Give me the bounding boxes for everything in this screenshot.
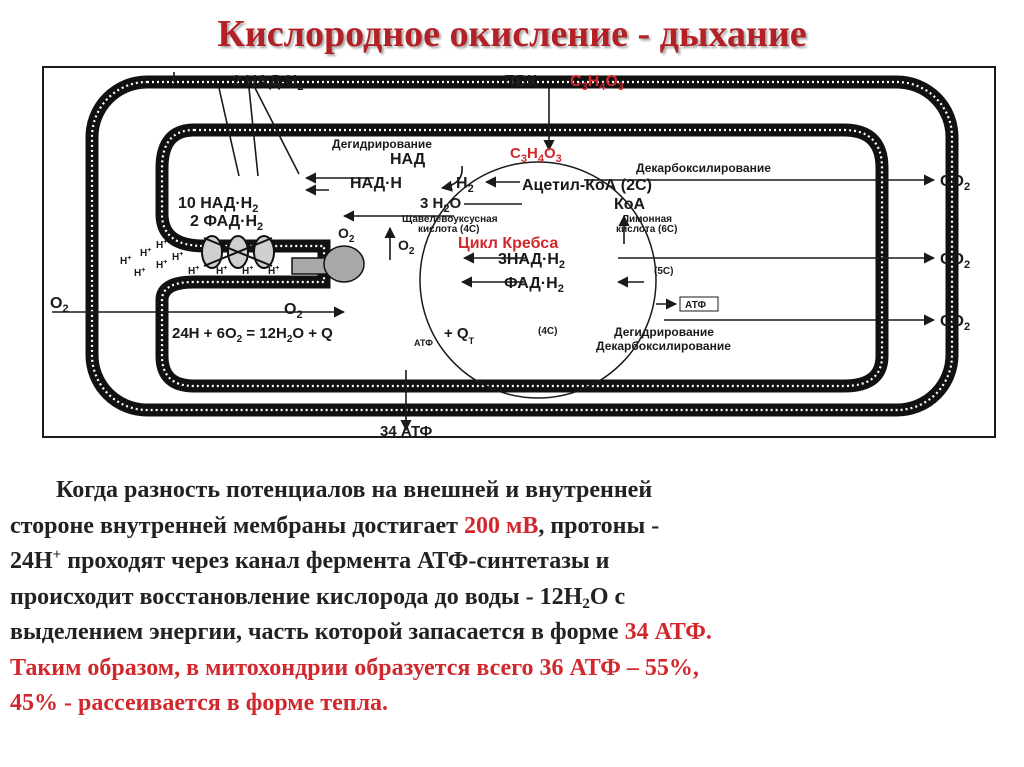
label-atp-34: 34 АТФ: [380, 423, 433, 436]
caption-line-6: Таким образом, в митохондрии образуется …: [10, 654, 699, 681]
label-c3h4o3-top: C3Н4O3: [570, 73, 624, 93]
slide-title: Кислородное окисление - дыхание: [217, 13, 807, 55]
label-two-fadh2: 2 ФАД·Н2: [190, 213, 263, 233]
label-oxaloacetic-1: Щавелевоуксусная: [402, 214, 498, 225]
svg-text:Н+: Н+: [156, 239, 167, 251]
label-five-c: (5С): [654, 266, 673, 277]
label-co2-3: CO2: [940, 313, 970, 333]
svg-text:Н+: Н+: [172, 251, 183, 263]
caption-line-1: Когда разность потенциалов на внешней и …: [56, 477, 653, 503]
atp-synthase-channels: [201, 235, 275, 269]
atp-box: [679, 296, 719, 312]
label-o2-inner: O2: [284, 301, 303, 321]
label-ten-nadh2: 10 НАД·Н2: [178, 195, 258, 215]
diagram-labels: 2 НАД·Н2 ПВК C3Н4O3 Дегидрирование C3Н4O…: [50, 73, 970, 436]
label-dehydrogenation-bottom: Дегидрирование: [614, 325, 714, 339]
label-decarboxylation: Декарбоксилирование: [636, 161, 771, 175]
label-coa: КоА: [614, 196, 646, 213]
label-o2-b: O2: [398, 237, 415, 257]
label-o2-in: O2: [50, 295, 69, 315]
svg-text:Н+: Н+: [242, 265, 253, 277]
label-dehydrogenation-top: Дегидрирование: [332, 137, 432, 151]
caption-line-4: происходит восстановление кислорода до в…: [10, 583, 626, 612]
atp-synthase: [291, 245, 365, 283]
caption-line-5: выделением энергии, часть которой запаса…: [10, 619, 712, 645]
label-three-h2o: 3 Н2O: [420, 195, 461, 215]
label-q-t: + QТ: [444, 325, 475, 346]
label-nad: НАД: [390, 151, 426, 168]
label-citric-2: кислота (6С): [616, 224, 677, 235]
caption-text: Когда разность потенциалов на внешней и …: [10, 473, 1010, 722]
svg-text:Н+: Н+: [120, 255, 131, 267]
caption-line-3: 24Н+ проходят через канал фермента АТФ-с…: [10, 547, 610, 575]
svg-text:Н+: Н+: [268, 265, 279, 277]
label-acetyl-coa: Ацетил-КоА (2С): [522, 177, 652, 194]
caption-line-7: 45% - рассеивается в форме тепла.: [10, 690, 389, 716]
label-three-nadh2: 3НАД·Н2: [498, 251, 565, 271]
label-equation: 24Н + 6О2 = 12Н2О + Q: [172, 325, 333, 345]
label-oxaloacetic-2: кислота (4С): [418, 224, 479, 235]
label-nadh2-arrow: НАД·Н: [350, 175, 402, 192]
svg-text:Н+: Н+: [140, 247, 151, 259]
label-atp-box: АТФ: [685, 300, 706, 311]
label-fadh2: ФАД·Н2: [504, 275, 564, 295]
label-krebs-cycle: Цикл Кребса: [458, 235, 558, 252]
krebs-cycle-circle: [419, 161, 657, 399]
diagram-canvas: 2 НАД·Н2 ПВК C3Н4O3 Дегидрирование C3Н4O…: [50, 72, 970, 436]
label-decarboxylation-bottom: Декарбоксилирование: [596, 339, 731, 353]
label-co2-1: CO2: [940, 173, 970, 193]
label-pvk: ПВК: [504, 73, 537, 90]
label-four-c: (4С): [538, 326, 557, 337]
mitochondria-diagram: 2 НАД·Н2 ПВК C3Н4O3 Дегидрирование C3Н4O…: [42, 66, 996, 438]
svg-text:Н+: Н+: [188, 265, 199, 277]
caption-line-2: стороне внутренней мембраны достигает 20…: [10, 512, 660, 539]
label-q-atp: АТФ: [414, 338, 433, 348]
protons: Н+ Н+ Н+ Н+ Н+ Н+ Н+ Н+ Н+ Н+: [120, 239, 279, 279]
label-co2-2: CO2: [940, 251, 970, 271]
svg-text:Н+: Н+: [216, 265, 227, 277]
label-c3h4o3-inner: C3Н4O3: [510, 145, 562, 165]
svg-text:Н+: Н+: [156, 259, 167, 271]
label-o2-a: O2: [338, 225, 355, 245]
label-two-nadh2: 2 НАД·Н2: [232, 73, 303, 93]
svg-text:Н+: Н+: [134, 267, 145, 279]
label-citric-1: Лимонная: [622, 214, 672, 225]
